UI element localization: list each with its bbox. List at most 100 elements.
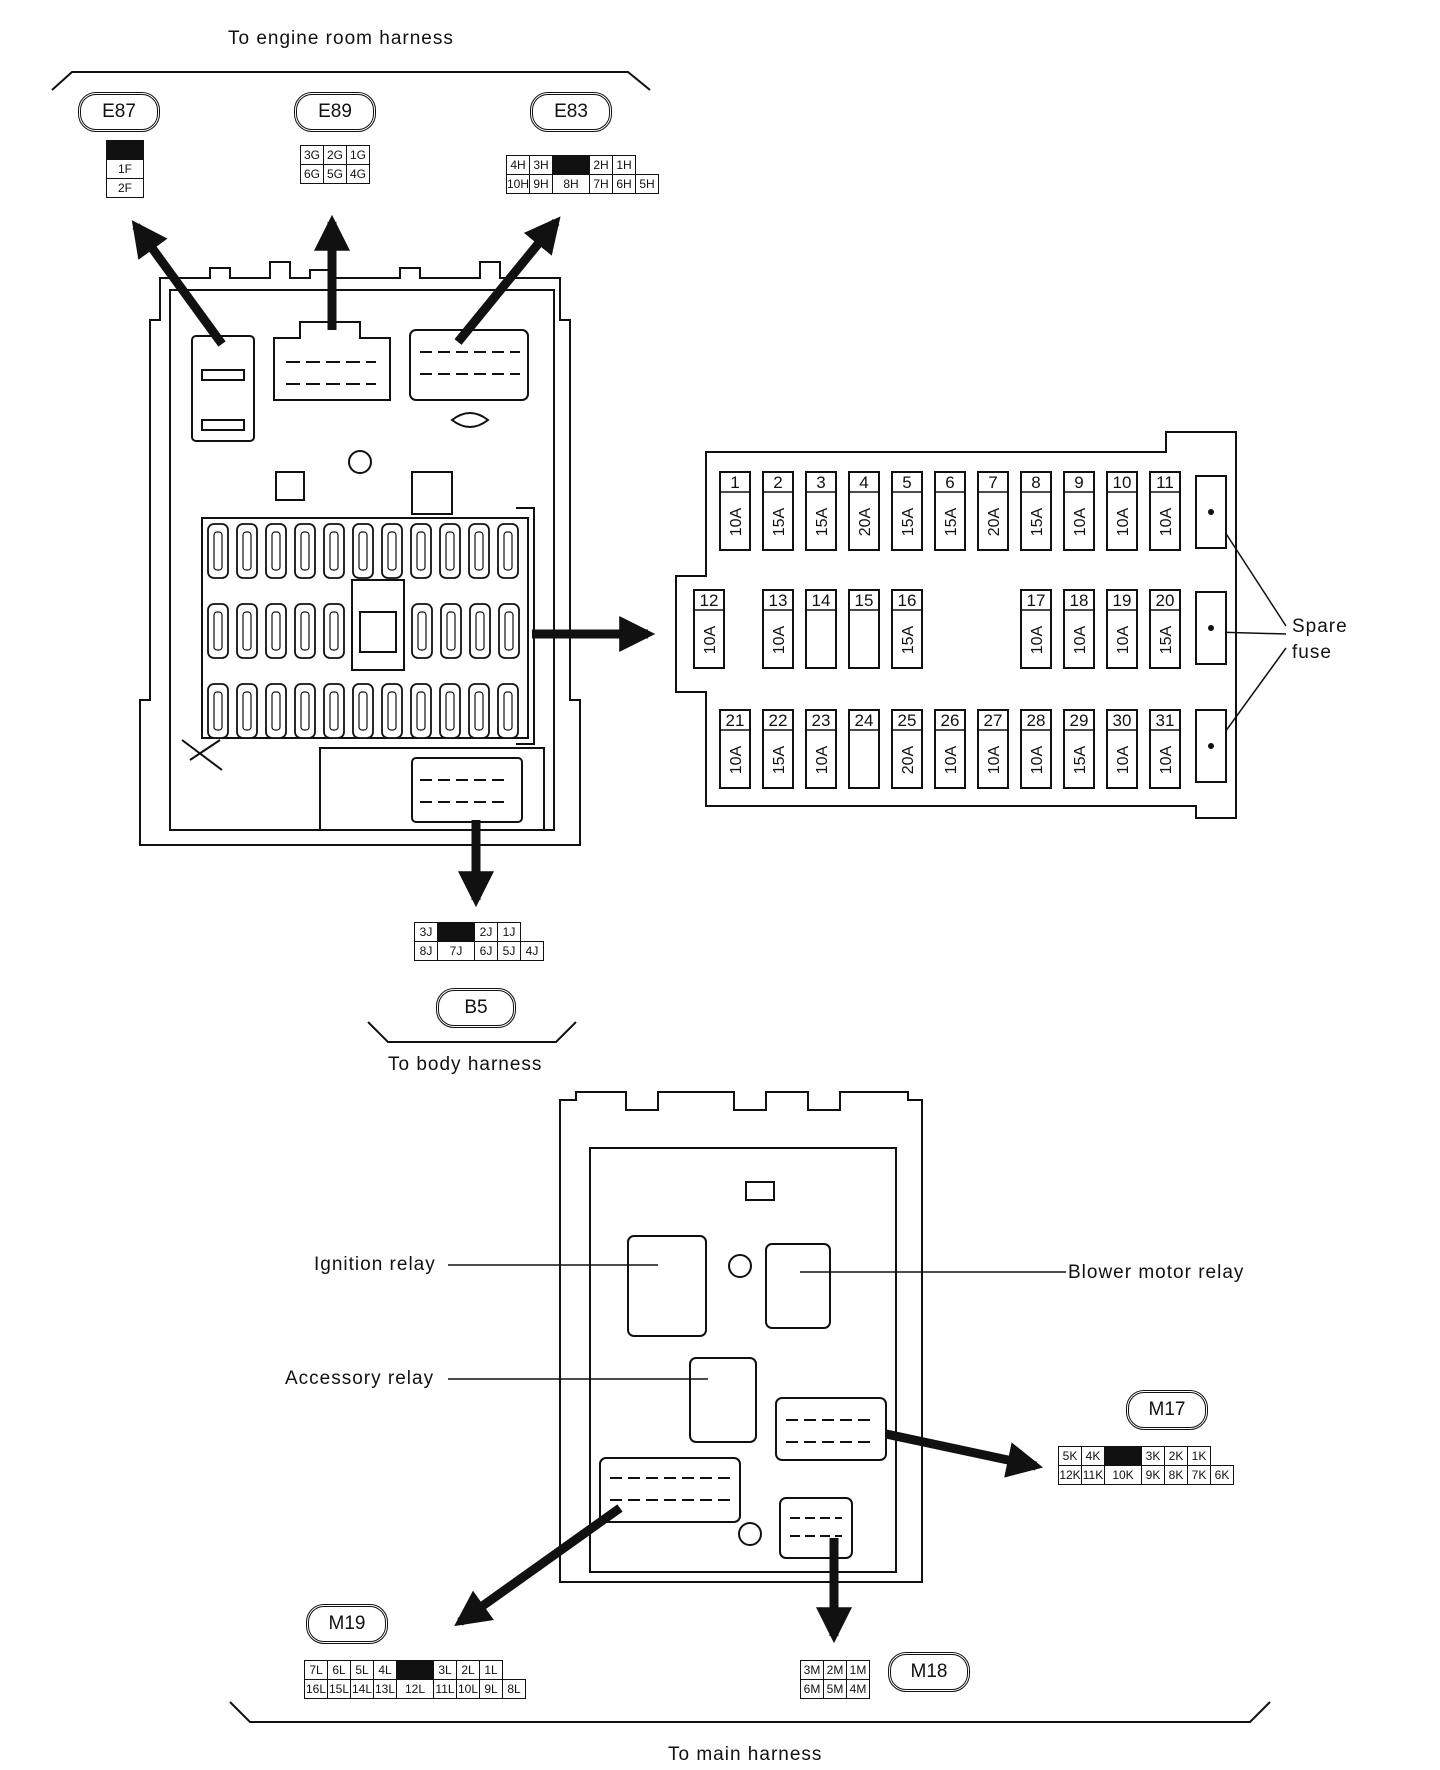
fuse-body — [934, 709, 966, 789]
connector-pin: 8J — [414, 941, 438, 961]
connector-pin: 3H — [529, 155, 554, 175]
fuse-rating: 10A — [1158, 745, 1175, 774]
block-fuse-slot — [265, 683, 287, 739]
block-fuse-slot — [411, 603, 433, 659]
block-fuse-slot — [236, 603, 258, 659]
connector-e83-badge: E83 — [530, 92, 612, 132]
connector-pin: 10H — [505, 174, 531, 194]
connector-pin: 5G — [323, 164, 347, 184]
connector-pin: 2J — [474, 922, 498, 942]
body-harness-bracket — [367, 1021, 577, 1043]
upper-fuse-block — [139, 261, 581, 846]
fuse-body — [848, 709, 880, 789]
connector-e87-row: 1F — [106, 159, 144, 179]
connector-pin: 7K — [1187, 1465, 1211, 1485]
main-harness-bracket — [229, 1701, 1271, 1723]
block-fuse-grid — [207, 523, 520, 739]
connector-pin: 4K — [1081, 1446, 1105, 1466]
fuse-rating: 15A — [900, 507, 917, 536]
block-fuse-slot — [323, 683, 345, 739]
spare-fuse-label: Spare fuse — [1292, 614, 1348, 666]
fuse-8: 8 15A — [1020, 471, 1052, 551]
connector-pin: 5K — [1058, 1446, 1082, 1466]
body-harness-label: To body harness — [388, 1054, 543, 1075]
fuse-body — [977, 471, 1009, 551]
fuse-box-detail-outline — [675, 431, 1237, 819]
fuse-number: 24 — [855, 711, 874, 730]
fuse-number: 23 — [812, 711, 831, 730]
fuse-body — [891, 589, 923, 669]
fuse-number: 19 — [1113, 591, 1132, 610]
fuse-body — [1106, 471, 1138, 551]
connector-pin: 1H — [612, 155, 637, 175]
block-fuse-slot — [265, 603, 287, 659]
block-fuse-slot — [497, 523, 519, 579]
connector-pin: 11K — [1081, 1465, 1105, 1485]
fuse-body — [1063, 471, 1095, 551]
block-fuse-slot — [294, 603, 316, 659]
connector-e87-badge: E87 — [78, 92, 160, 132]
connector-pin: 5L — [350, 1660, 374, 1680]
fuse-body — [762, 709, 794, 789]
connector-pin: 7L — [304, 1660, 328, 1680]
fuse-body — [1106, 589, 1138, 669]
fuse-number: 9 — [1074, 473, 1083, 492]
fuse-number: 8 — [1031, 473, 1040, 492]
fuse-body — [719, 709, 751, 789]
connector-pin: 3J — [414, 922, 438, 942]
connector-pin: 4M — [846, 1679, 870, 1699]
block-fuse-slot — [265, 523, 287, 579]
fuse-body — [891, 471, 923, 551]
engine-harness-bracket — [51, 71, 651, 91]
fuse-number: 7 — [988, 473, 997, 492]
fuse-14: 14 — [805, 589, 837, 669]
connector-pin: 9H — [529, 174, 554, 194]
connector-key-block — [437, 922, 475, 942]
block-fuse-slot — [498, 603, 520, 659]
fuse-body — [805, 709, 837, 789]
block-fuse-slot — [410, 683, 432, 739]
connector-m18-badge: M18 — [888, 1652, 970, 1692]
fuse-number: 10 — [1113, 473, 1132, 492]
fuse-rating: 10A — [1029, 625, 1046, 654]
block-fuse-slot — [207, 683, 229, 739]
fuse-number: 21 — [726, 711, 745, 730]
spare-fuse-label-line1: Spare — [1292, 616, 1348, 637]
fuse-rating: 15A — [1029, 507, 1046, 536]
fuse-15: 15 — [848, 589, 880, 669]
connector-pin: 8H — [552, 174, 591, 194]
connector-pin: 3L — [433, 1660, 457, 1680]
blower-motor-relay-label: Blower motor relay — [1068, 1262, 1245, 1283]
connector-pin: 4J — [520, 941, 544, 961]
fuse-rating: 10A — [1115, 625, 1132, 654]
arrow-to-m17 — [885, 1429, 1044, 1478]
connector-pin: 4G — [346, 164, 370, 184]
connector-m17-badge: M17 — [1126, 1390, 1208, 1430]
fuse-body — [762, 589, 794, 669]
block-fuse-slot — [323, 603, 345, 659]
fuse-body — [1106, 709, 1138, 789]
fuse-rating: 10A — [1072, 507, 1089, 536]
fuse-number: 26 — [941, 711, 960, 730]
block-fuse-slot — [207, 603, 229, 659]
